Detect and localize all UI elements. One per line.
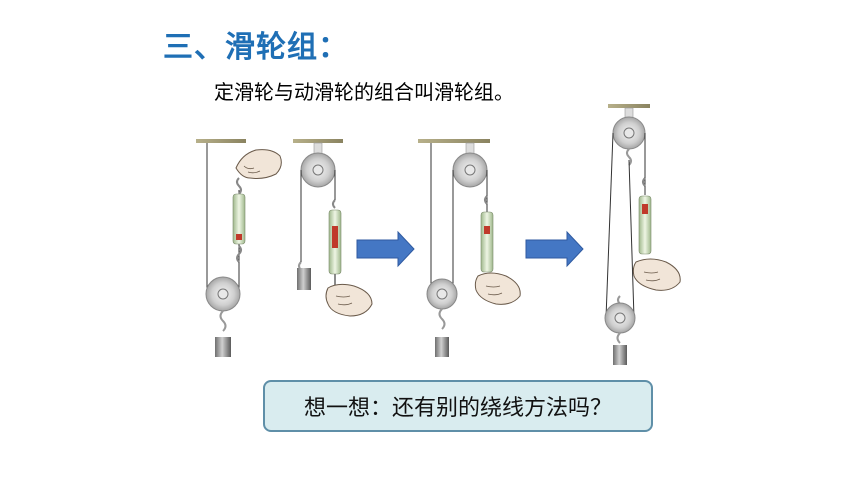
question-text: 想一想：还有别的绕线方法吗？ [303,396,612,421]
right-arrow-icon [525,230,584,268]
movable-pulley-hand-above [196,139,282,357]
hand-icon [325,283,373,317]
fixed-pulley-hand-below [293,139,373,317]
pulley-group-two-strands [418,139,521,357]
hand-icon [235,149,282,179]
question-box: 想一想：还有别的绕线方法吗？ [263,380,653,432]
hand-icon [632,258,681,291]
right-arrow-icon [356,230,415,268]
hand-icon [474,272,521,305]
slide-subtitle: 定滑轮与动滑轮的组合叫滑轮组。 [214,80,514,104]
pulley-group-three-strands [604,104,681,365]
slide-title: 三、滑轮组： [163,30,349,65]
